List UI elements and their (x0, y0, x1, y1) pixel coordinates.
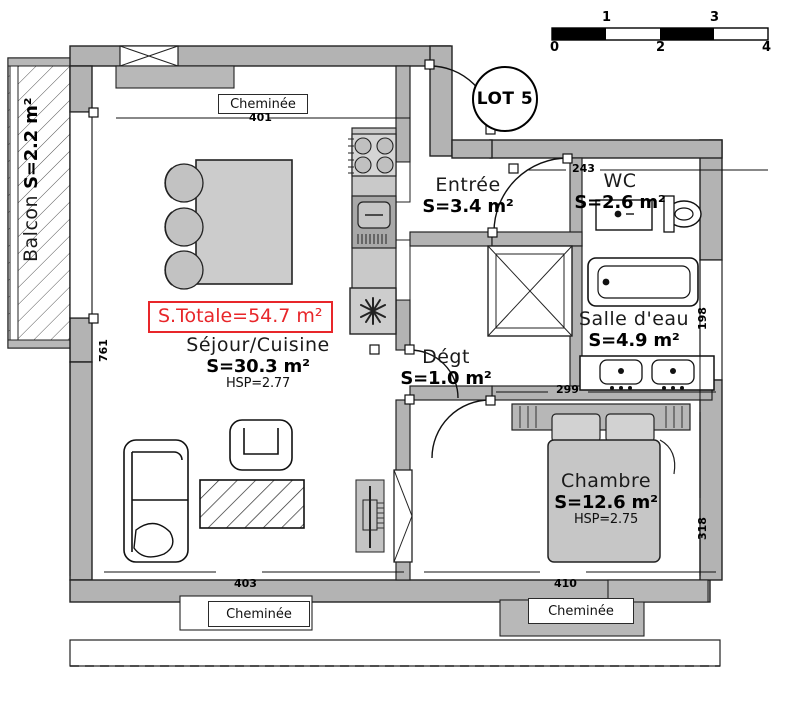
balcony-area (7, 57, 71, 349)
chimney-bottom-left-text: Cheminée (226, 606, 292, 622)
chimney-label-top: Cheminée (218, 94, 308, 114)
scale-tick-1: 1 (602, 10, 612, 25)
room-area-wc: S=2.6 m² (574, 191, 666, 213)
total-area-label: S.Totale=54.7 m² (158, 305, 323, 327)
room-name-entree: Entrée (435, 174, 501, 196)
bathroom-fixtures (579, 257, 715, 391)
room-hsp-sejour: HSP=2.77 (225, 375, 291, 391)
chimney-label-bottom-left: Cheminée (208, 601, 310, 627)
room-hsp-chambre: HSP=2.75 (573, 511, 639, 527)
dimension-chambre-sink: 299 (556, 383, 579, 396)
room-label-salledeau: Salle d'eau S=4.9 m² (572, 308, 696, 351)
dimension-left-sejour: 761 (97, 339, 110, 362)
dimension-chambre-right: 318 (696, 517, 709, 540)
room-label-wc: WC S=2.6 m² (572, 170, 668, 213)
living-furniture (123, 419, 305, 563)
scale-tick-0: 0 (550, 40, 560, 55)
dimension-top-sejour: 401 (249, 111, 272, 124)
lot-badge: LOT 5 (472, 66, 538, 132)
room-area-sejour: S=30.3 m² (206, 355, 310, 377)
wc-fixtures (595, 195, 702, 233)
dimension-bottom-sejour: 403 (234, 577, 257, 590)
room-name-wc: WC (603, 170, 637, 192)
dimension-wc-top: 243 (572, 162, 595, 175)
room-name-balcon: Balcon (20, 194, 42, 262)
lot-badge-label: LOT 5 (476, 89, 534, 109)
room-label-balcon: Balcon S=2.2 m² (20, 97, 42, 262)
room-area-entree: S=3.4 m² (422, 195, 514, 217)
room-name-salledeau: Salle d'eau (578, 308, 690, 330)
room-label-degt: Dégt S=1.0 m² (398, 346, 494, 389)
room-area-salledeau: S=4.9 m² (588, 329, 680, 351)
chimney-label-bottom-right: Cheminée (528, 598, 634, 624)
chimney-bottom-right-text: Cheminée (548, 603, 614, 619)
window-symbols (119, 45, 413, 563)
dimension-bottom-chambre: 410 (554, 577, 577, 590)
scale-tick-4: 4 (762, 40, 772, 55)
total-area-box: S.Totale=54.7 m² (148, 301, 333, 333)
room-area-chambre: S=12.6 m² (554, 491, 658, 513)
room-name-degt: Dégt (422, 346, 470, 368)
scale-tick-3: 3 (710, 10, 720, 25)
radiator-symbol (355, 479, 385, 553)
door-jambs (88, 59, 573, 406)
room-area-degt: S=1.0 m² (400, 367, 492, 389)
dining-set (164, 159, 293, 290)
room-name-chambre: Chambre (560, 470, 652, 492)
room-label-chambre: Chambre S=12.6 m² HSP=2.75 (546, 470, 666, 527)
kitchen-fixtures (348, 127, 397, 335)
bedroom-furniture (511, 403, 691, 563)
room-area-balcon: S=2.2 m² (21, 97, 42, 189)
room-label-sejour: Séjour/Cuisine S=30.3 m² HSP=2.77 (168, 334, 348, 391)
scale-bar-graphic (551, 27, 769, 41)
chimney-top-text: Cheminée (230, 96, 296, 112)
scale-tick-2: 2 (656, 40, 666, 55)
room-name-sejour: Séjour/Cuisine (186, 334, 330, 356)
scale-bar: 1 3 0 2 4 (550, 10, 772, 58)
dimension-salledeau-right: 198 (696, 307, 709, 330)
room-label-entree: Entrée S=3.4 m² (420, 174, 516, 217)
dimension-lines (69, 117, 768, 576)
